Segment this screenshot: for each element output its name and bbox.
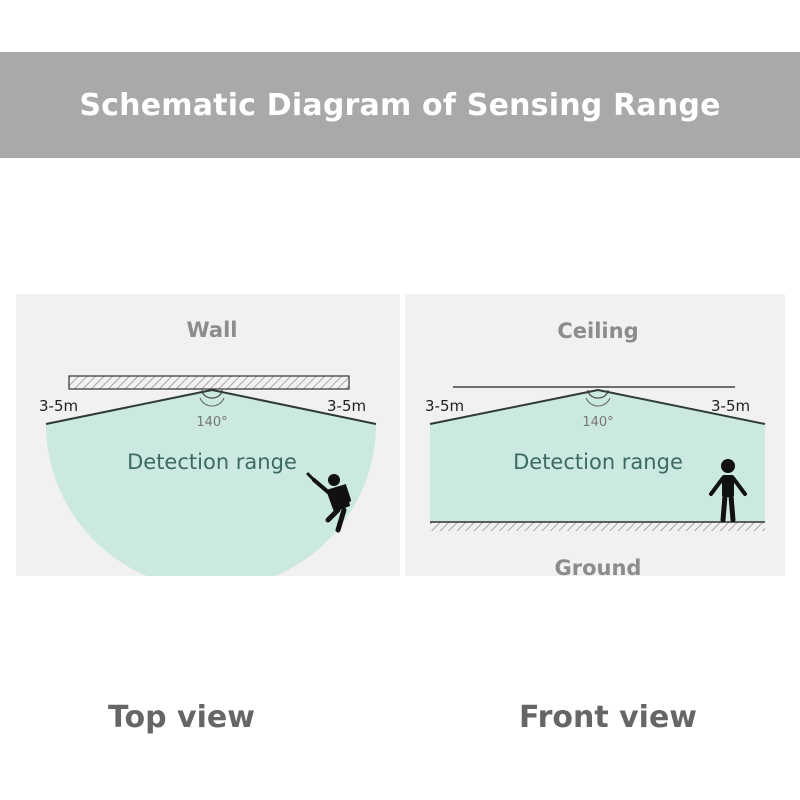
front-view-diagram: Ceiling 3-5m 3-5m 140° Detection range G… xyxy=(425,319,766,576)
front-detection-label: Detection range xyxy=(513,450,683,474)
top-left-boundary xyxy=(45,389,213,425)
wall-label: Wall xyxy=(187,318,238,342)
top-detection-label: Detection range xyxy=(127,450,297,474)
front-left-distance: 3-5m xyxy=(425,397,464,415)
top-view-diagram: Wall 3-5m 3-5m 140° Detection range xyxy=(39,318,377,576)
top-angle-label: 140° xyxy=(196,415,227,430)
top-left-distance: 3-5m xyxy=(39,397,78,415)
front-angle-label: 140° xyxy=(582,415,613,430)
ground-bar xyxy=(430,522,765,531)
front-right-distance: 3-5m xyxy=(711,397,750,415)
ceiling-label: Ceiling xyxy=(557,319,638,343)
top-detection-area xyxy=(46,390,376,576)
front-view-caption: Front view xyxy=(519,700,698,735)
top-right-boundary xyxy=(211,389,377,425)
top-angle-arc xyxy=(199,397,225,407)
front-view-panel: Ceiling 3-5m 3-5m 140° Detection range G… xyxy=(405,294,785,576)
title-banner: Schematic Diagram of Sensing Range xyxy=(0,52,800,158)
diagram-title: Schematic Diagram of Sensing Range xyxy=(79,87,721,123)
front-left-boundary xyxy=(429,389,599,425)
top-view-caption: Top view xyxy=(108,700,255,735)
front-right-boundary xyxy=(597,389,766,425)
front-detection-area xyxy=(430,390,765,522)
top-view-panel: Wall 3-5m 3-5m 140° Detection range xyxy=(16,294,400,576)
top-right-distance: 3-5m xyxy=(327,397,366,415)
ground-label: Ground xyxy=(555,556,642,576)
wall-bar xyxy=(68,375,350,390)
front-angle-arc xyxy=(585,397,611,407)
standing-person-icon xyxy=(709,459,747,523)
walking-person-icon xyxy=(306,472,351,533)
